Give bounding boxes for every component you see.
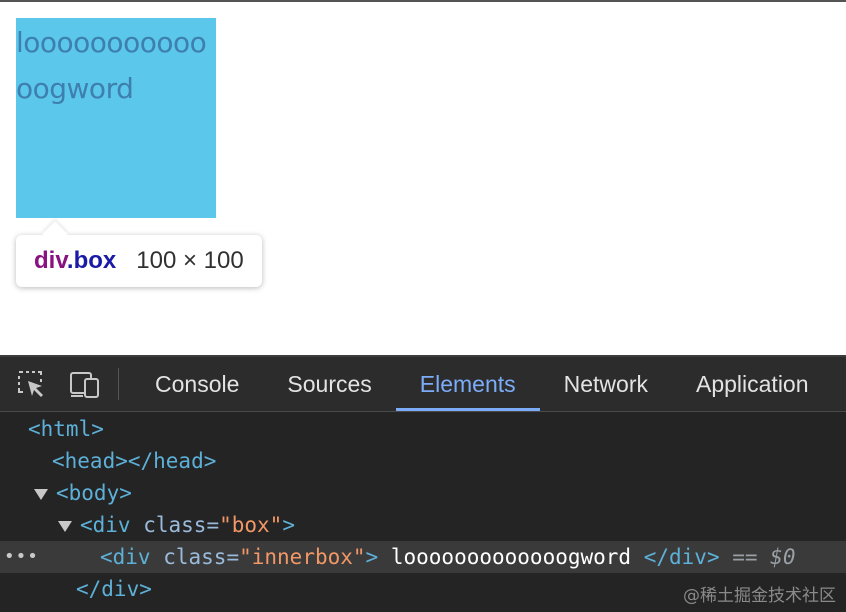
tab-console[interactable]: Console [155, 370, 240, 397]
head-tag: <head></head> [52, 449, 217, 473]
inner-tag-close: > [365, 545, 379, 569]
watermark: @稀土掘金技术社区 [683, 586, 836, 606]
selected-marker: == $0 [732, 545, 796, 569]
dom-node-div-box[interactable]: <div class="box"> [0, 509, 846, 541]
inner-text-node[interactable]: looooooooooooogword [390, 545, 632, 569]
dom-node-head[interactable]: <head></head> [0, 445, 846, 477]
inner-div-tag: <div [100, 545, 151, 569]
dom-node-innerbox[interactable]: ••• <div class="innerbox"> loooooooooooo… [0, 541, 846, 573]
devtools-panel: Console Sources Elements Network Applica… [0, 355, 846, 612]
tab-network[interactable]: Network [563, 370, 648, 397]
div-end-tag: </div> [76, 577, 152, 601]
tab-elements[interactable]: Elements [395, 357, 540, 411]
inner-attr-name: class [163, 545, 227, 569]
inner-attr-value: "innerbox" [239, 545, 366, 569]
tooltip-class: .box [66, 247, 117, 274]
div-tag: <div [80, 513, 131, 537]
dom-node-div-end[interactable]: </div> [0, 573, 846, 605]
device-toolbar-icon[interactable] [68, 367, 102, 401]
div-tag-close: > [282, 513, 295, 537]
inspect-tooltip: div.box 100 × 100 [16, 235, 262, 287]
tooltip-selector: div.box [34, 247, 116, 275]
inspect-element-icon[interactable] [14, 367, 48, 401]
toolbar-separator [118, 368, 119, 400]
tooltip-dimensions: 100 × 100 [136, 247, 244, 274]
more-options-icon[interactable]: ••• [4, 546, 39, 567]
top-border [0, 0, 846, 2]
expand-arrow-icon[interactable] [34, 488, 48, 500]
innerbox-text: looooooooooooogword [16, 26, 207, 105]
body-tag: <body> [56, 481, 132, 505]
tooltip-tag: div [34, 247, 67, 274]
dom-node-html[interactable]: <html> [0, 413, 846, 445]
dom-tree: <html> <head></head> <body> <div class="… [0, 413, 846, 605]
tab-application[interactable]: Application [696, 370, 809, 397]
div-attr-value: "box" [219, 513, 283, 537]
devtools-toolbar: Console Sources Elements Network Applica… [0, 357, 846, 412]
dom-node-body[interactable]: <body> [0, 477, 846, 509]
tab-sources[interactable]: Sources [287, 370, 372, 397]
html-tag: <html> [28, 417, 104, 441]
div-attr-name: class [143, 513, 207, 537]
inner-end-tag: </div> [643, 545, 720, 569]
box-element[interactable]: looooooooooooogword [16, 18, 216, 218]
expand-arrow-icon[interactable] [58, 520, 72, 532]
